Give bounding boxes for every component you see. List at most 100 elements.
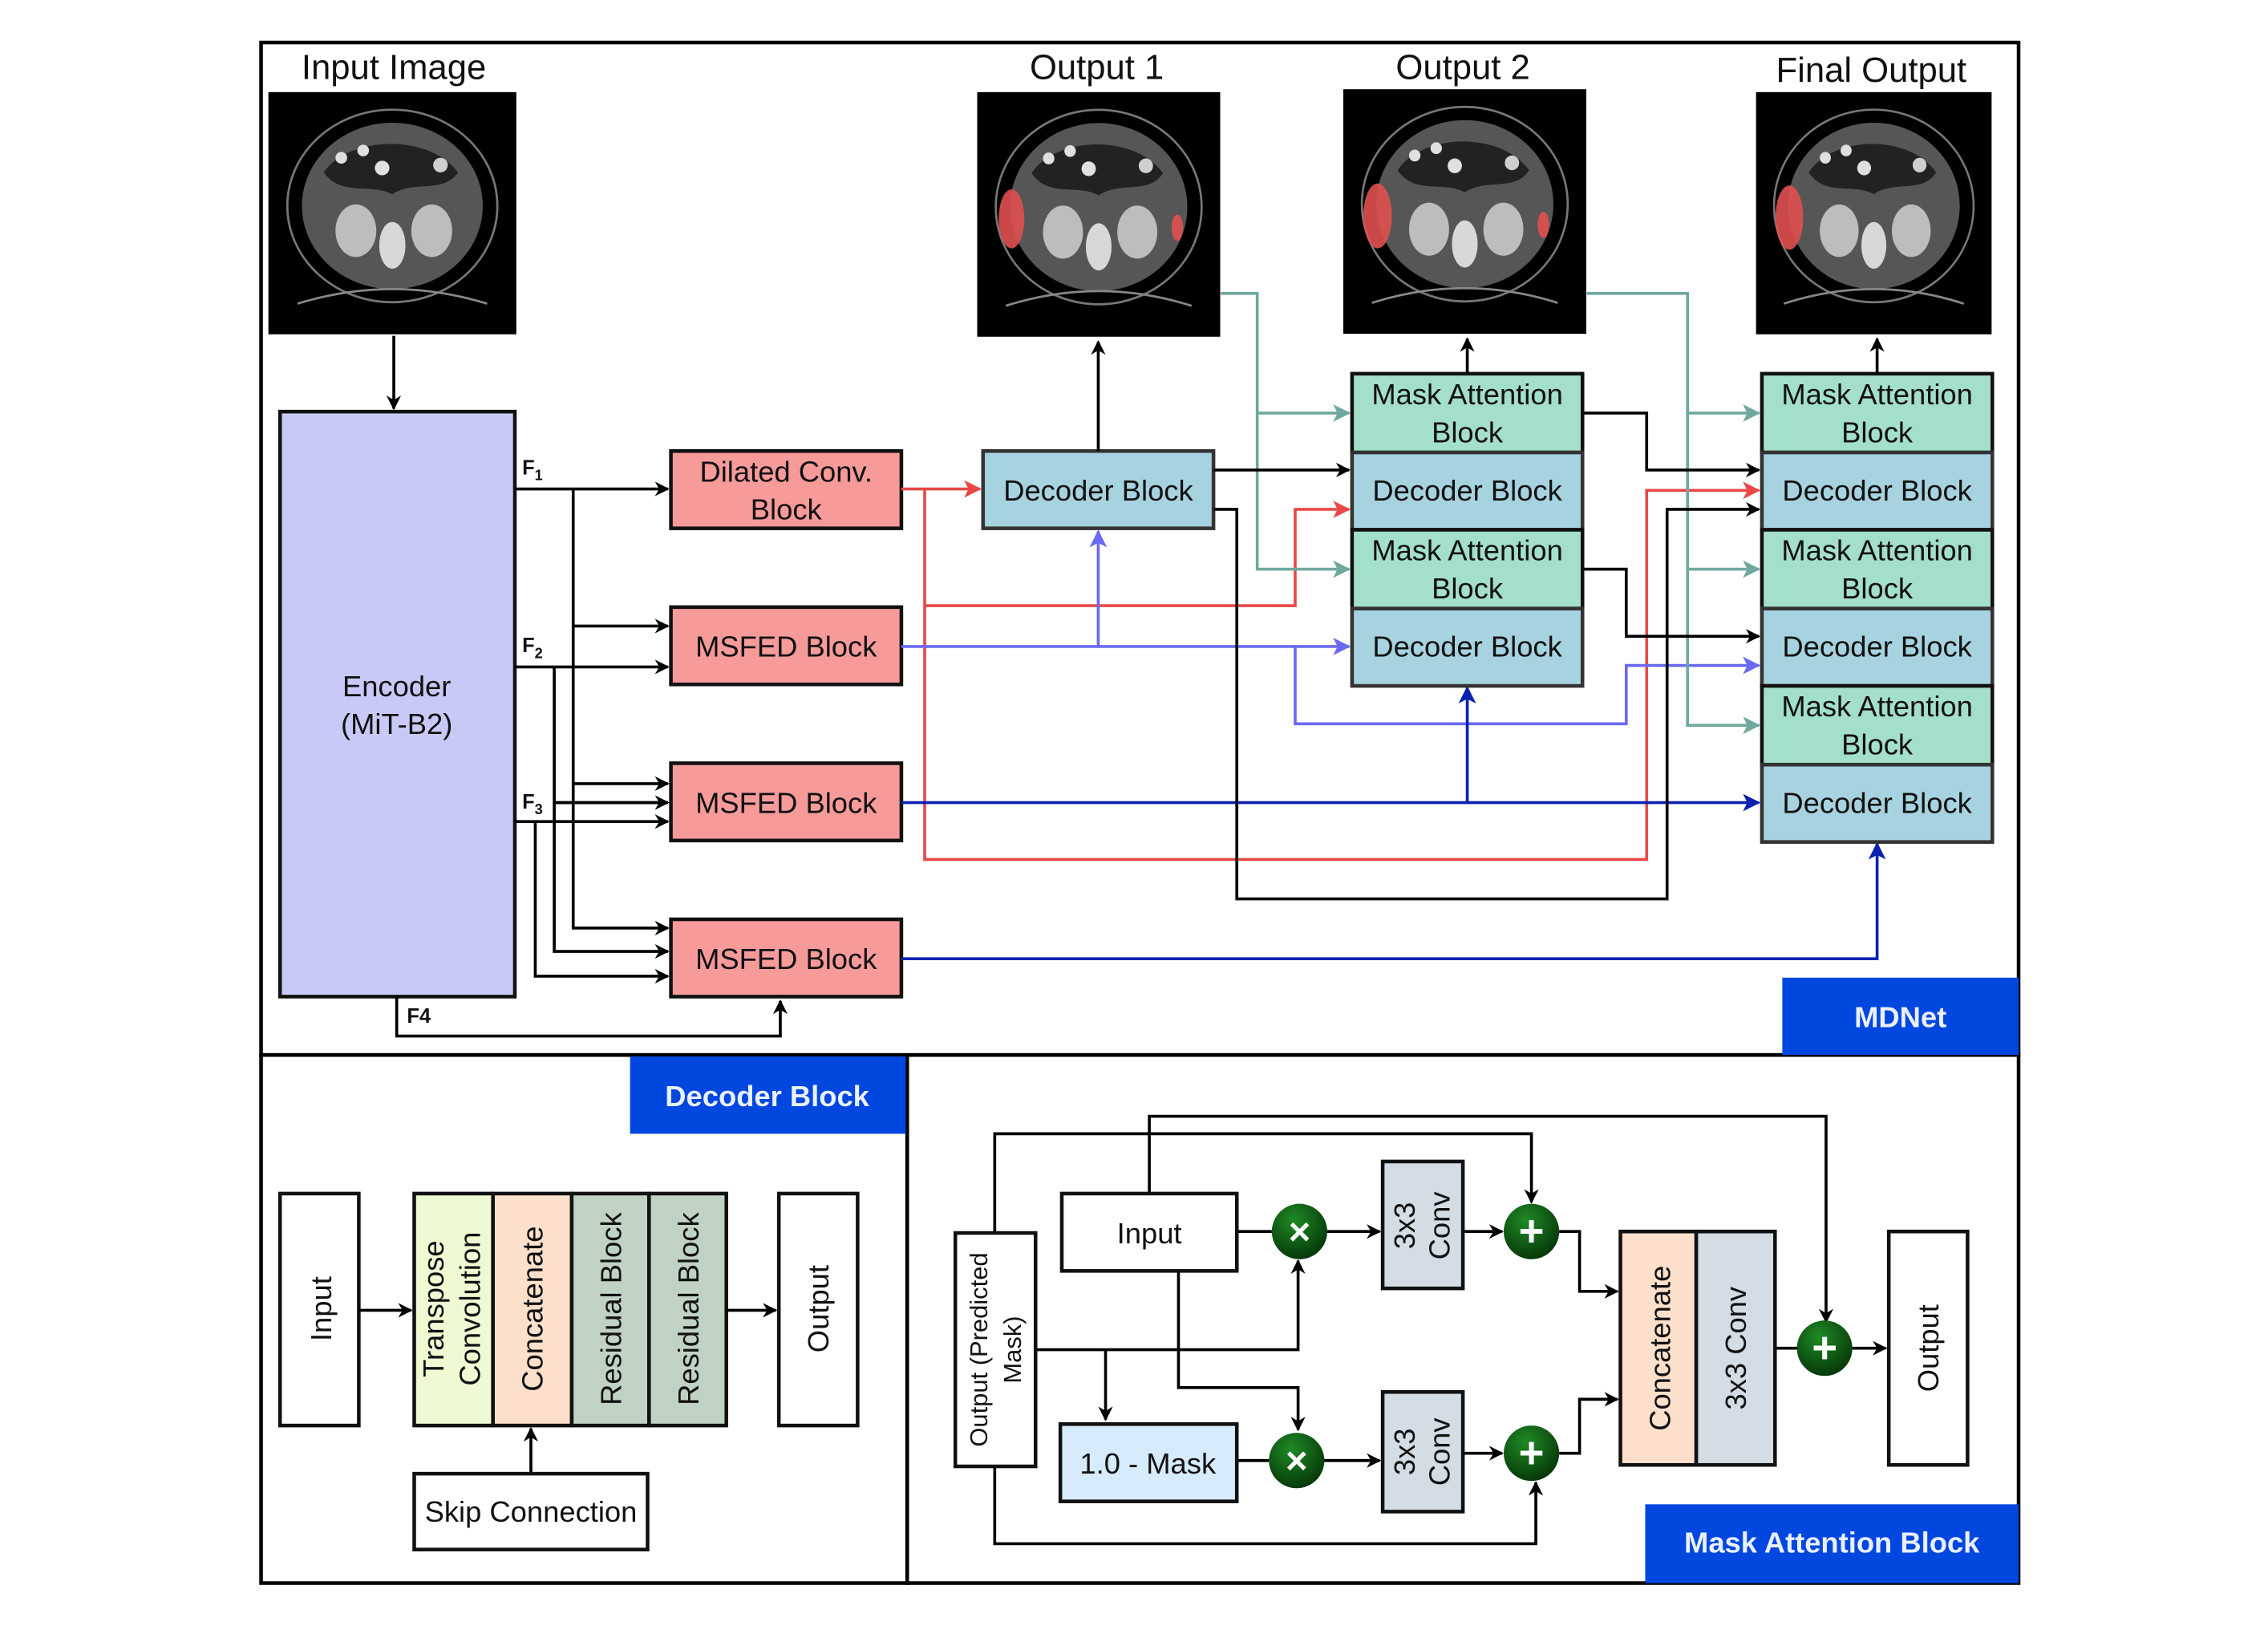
stage3-stack: Mask Attention Block Decoder Block Mask …: [1760, 371, 1995, 844]
mask-attention-block: Mask Attention Block: [1350, 371, 1585, 455]
msfed-label: MSFED Block: [695, 631, 877, 663]
final-output-ct-image: [1755, 91, 1993, 336]
decoder-block: Decoder Block: [1350, 606, 1585, 688]
mask-attention-label: Mask Attention: [1371, 378, 1562, 411]
mask-conv3x3-layer: 3x3 Conv: [1694, 1229, 1777, 1467]
msfed1-connections: [901, 529, 1761, 726]
concatenate-layer: Concatenate: [491, 1191, 574, 1428]
encoder-model-label: (MiT-B2): [341, 708, 452, 740]
concatenate-label: Concatenate: [516, 1227, 549, 1392]
encoder-block: Encoder (MiT-B2): [277, 409, 517, 999]
multiply-icon: ×: [1286, 1440, 1308, 1482]
feature-f3-label: F3: [522, 791, 543, 817]
dilated-conv-label: Dilated Conv.: [699, 455, 873, 488]
mask-output-connections: [1221, 292, 1761, 735]
add-op-lower: +: [1504, 1425, 1560, 1482]
mask-attention-block: Mask Attention Block: [1760, 528, 1995, 610]
decoder-block: Decoder Block: [1760, 450, 1995, 532]
decoder-label: Decoder Block: [1782, 786, 1972, 819]
dilated-conv-block: Dilated Conv. Block: [669, 448, 904, 530]
dilated-conv-connections: [901, 480, 1761, 862]
mask-attention-detail-panel: [905, 1052, 2021, 1585]
input-ct-image: [267, 91, 518, 336]
segmentation-mask-right: [1171, 214, 1184, 241]
decoder-block: Decoder Block: [1350, 450, 1585, 532]
output-label: Output: [802, 1265, 835, 1352]
stage2-stack: Mask Attention Block Decoder Block Mask …: [1350, 371, 1585, 688]
output2-title: Output 2: [1395, 47, 1529, 87]
transpose-label: Transpose: [417, 1240, 450, 1377]
msfed-block-2: MSFED Block: [669, 761, 904, 843]
segmentation-mask-right: [1537, 211, 1549, 238]
residual-block-1: Residual Block: [569, 1191, 651, 1428]
decoder-label: Decoder Block: [1782, 474, 1972, 507]
feature-f2-label: F2: [522, 635, 543, 661]
mask-attention-tag-label: Mask Attention Block: [1684, 1526, 1980, 1559]
mask-attention-label: Mask Attention: [1371, 534, 1562, 567]
output2-ct-image: [1342, 87, 1588, 335]
msfed-block-3: MSFED Block: [669, 917, 904, 999]
add-op-final: +: [1796, 1320, 1853, 1377]
decoder-label: Decoder Block: [1782, 631, 1972, 663]
msfed-label: MSFED Block: [695, 943, 877, 975]
output1-title: Output 1: [1030, 47, 1164, 87]
input-label: Input: [1117, 1217, 1182, 1250]
multiply-op-upper: ×: [1271, 1203, 1327, 1259]
decoder-label: Decoder Block: [1372, 474, 1562, 507]
mask-attention-detail: Output (Predicted Mask) Input 1.0 - Mask…: [953, 1114, 1970, 1546]
add-icon: +: [1519, 1429, 1545, 1478]
input-label: Input: [305, 1276, 338, 1341]
decoder-stage-connections: [1213, 412, 1761, 901]
mask-attention-label-2: Block: [1432, 572, 1504, 605]
msfed-block-1: MSFED Block: [669, 605, 904, 687]
add-op-upper: +: [1504, 1203, 1560, 1259]
segmentation-mask-left: [1775, 185, 1804, 250]
multiply-op-lower: ×: [1269, 1433, 1325, 1489]
skip-connection-label: Skip Connection: [425, 1495, 638, 1528]
msfed-label: MSFED Block: [695, 786, 877, 819]
transpose-convolution-layer: Transpose Convolution: [412, 1191, 495, 1428]
predicted-mask-box: Output (Predicted Mask): [953, 1231, 1038, 1469]
decoder-block-tag-label: Decoder Block: [665, 1080, 869, 1113]
mask-detail-output: Output: [1886, 1229, 1970, 1467]
mask-concatenate-layer: Concatenate: [1618, 1229, 1699, 1467]
add-icon: +: [1519, 1206, 1545, 1255]
decoder-block: Decoder Block: [1760, 762, 1995, 844]
mask-attention-label-2: Block: [1841, 416, 1914, 448]
mdnet-tag-label: MDNet: [1854, 1001, 1946, 1034]
final-output-title: Final Output: [1776, 51, 1967, 90]
encoder-feature-connections: [395, 481, 788, 1038]
mask-attention-block-tag: Mask Attention Block: [1645, 1504, 2019, 1583]
conv3x3-upper: 3x3 Conv: [1380, 1159, 1465, 1291]
mask-attention-label: Mask Attention: [1781, 690, 1972, 723]
decoder-detail-output: Output: [776, 1191, 860, 1428]
encoder-label: Encoder: [342, 670, 451, 703]
conv-label-2: Conv: [1424, 1191, 1456, 1260]
segmentation-mask-left: [998, 189, 1025, 249]
mask-attention-label-2: Block: [1841, 572, 1914, 605]
convolution-label: Convolution: [453, 1232, 486, 1386]
conv-label-2: Conv: [1424, 1417, 1456, 1486]
conv3x3-lower: 3x3 Conv: [1380, 1390, 1465, 1514]
mask-attention-label: Mask Attention: [1781, 378, 1972, 411]
decoder-label: Decoder Block: [1372, 631, 1562, 663]
residual-label: Residual Block: [672, 1212, 705, 1405]
msfed2-3-connections: [901, 686, 1886, 960]
mask-attention-block: Mask Attention Block: [1760, 371, 1995, 455]
segmentation-mask-left: [1363, 183, 1392, 249]
add-icon: +: [1812, 1324, 1837, 1373]
feature-f4-label: F4: [407, 1005, 431, 1028]
output1-ct-image: [976, 91, 1221, 339]
decoder-block-tag: Decoder Block: [630, 1056, 906, 1134]
one-minus-mask-label: 1.0 - Mask: [1079, 1447, 1217, 1480]
decoder-block: Decoder Block: [1760, 606, 1995, 688]
decoder-detail-input: Input: [277, 1191, 361, 1428]
input-image-title: Input Image: [302, 47, 486, 87]
dilated-conv-label-2: Block: [751, 493, 823, 526]
mask-attention-block: Mask Attention Block: [1350, 528, 1585, 610]
one-minus-mask-box: 1.0 - Mask: [1058, 1422, 1239, 1503]
decoder-block-stage1: Decoder Block: [981, 448, 1216, 530]
decoder-detail: Input Transpose Convolution Concatenate …: [277, 1191, 860, 1551]
mdnet-tag: MDNet: [1782, 977, 2019, 1056]
